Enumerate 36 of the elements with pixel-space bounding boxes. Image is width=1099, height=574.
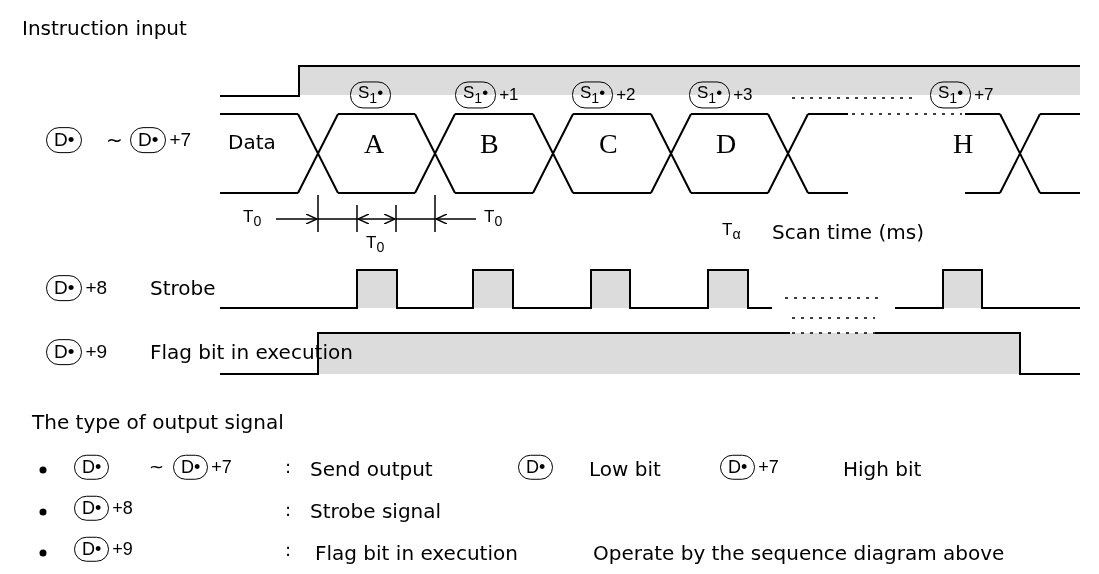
offset-label: +9 bbox=[85, 341, 108, 363]
data-letter: C bbox=[599, 128, 618, 160]
offset-label: +2 bbox=[616, 85, 636, 105]
time-label: T$_{0}$ bbox=[484, 208, 503, 230]
description-text: High bit bbox=[843, 458, 922, 480]
signal-name: Strobe bbox=[150, 277, 216, 299]
offset-label: +9 bbox=[112, 538, 133, 560]
separator: : bbox=[285, 500, 292, 520]
time-label: T$_{0}$ bbox=[243, 208, 262, 230]
signal-name: Data bbox=[228, 131, 276, 153]
description-text: Flag bit in execution bbox=[315, 542, 518, 564]
description-text: Strobe signal bbox=[310, 500, 442, 522]
data-letter: A bbox=[364, 128, 385, 160]
data-letter: D bbox=[716, 128, 737, 160]
range-sign: ~ bbox=[149, 457, 165, 477]
legend-text: Scan time (ms) bbox=[772, 221, 925, 243]
offset-label: +1 bbox=[499, 85, 519, 105]
description-text: Operate by the sequence diagram above bbox=[593, 542, 1005, 564]
data-letter: H bbox=[953, 128, 974, 160]
time-label: T$_{α}$ bbox=[722, 221, 741, 243]
description-text: Send output bbox=[310, 458, 433, 480]
offset-label: +3 bbox=[733, 85, 753, 105]
signal-name: Instruction input bbox=[22, 17, 187, 39]
offset-label: +8 bbox=[85, 277, 108, 299]
offset-label: +7 bbox=[974, 85, 994, 105]
section-heading: The type of output signal bbox=[32, 411, 284, 433]
separator: : bbox=[285, 540, 292, 560]
description-text: Low bit bbox=[589, 458, 661, 480]
offset-label: +8 bbox=[112, 497, 133, 519]
range-sign: ~ bbox=[106, 129, 123, 151]
time-label: T$_{0}$ bbox=[366, 234, 385, 256]
offset-label: +7 bbox=[758, 456, 779, 478]
separator: : bbox=[285, 457, 292, 477]
offset-label: +7 bbox=[211, 456, 232, 478]
offset-label: +7 bbox=[169, 129, 192, 151]
data-letter: B bbox=[480, 128, 499, 160]
